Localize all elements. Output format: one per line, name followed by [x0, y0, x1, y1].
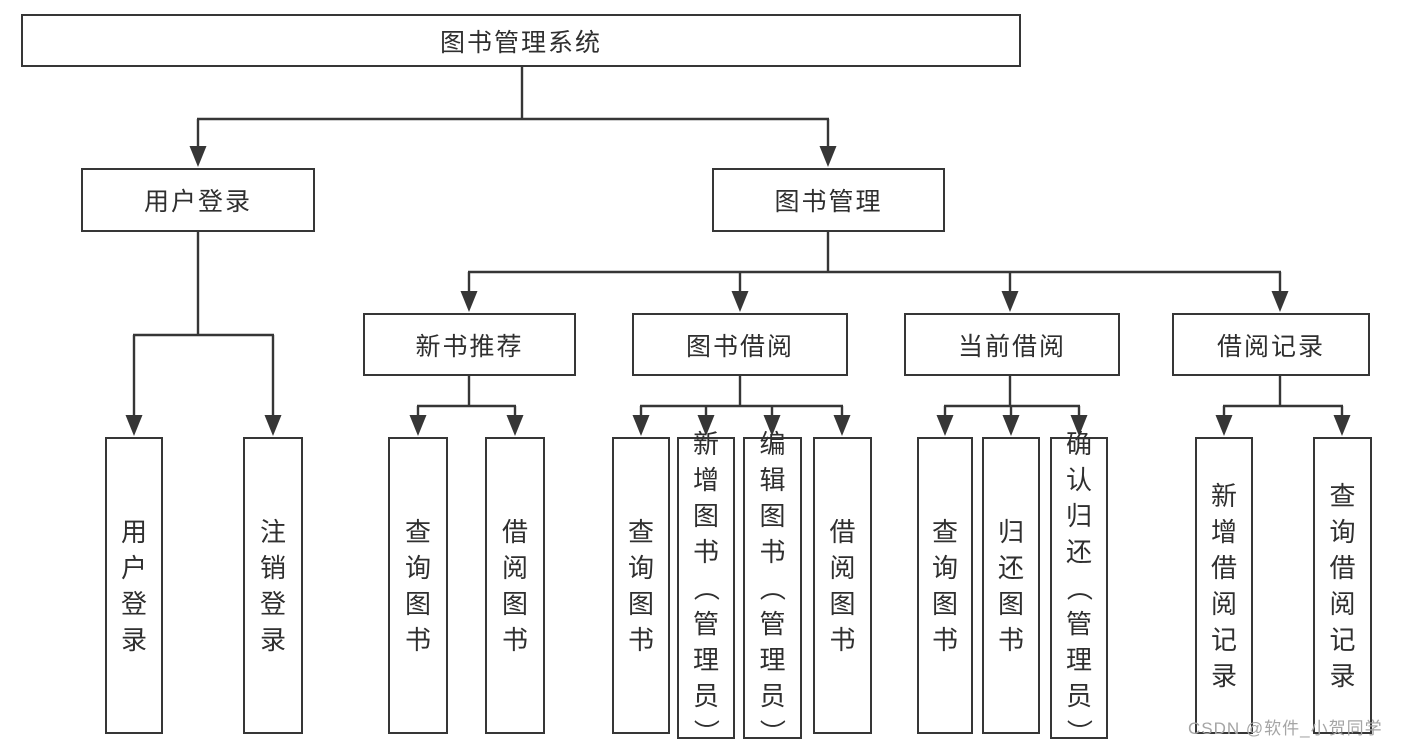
csdn-watermark: CSDN @软件_小贺同学: [1188, 719, 1383, 738]
leaf-confirm-return-admin: 确认归还（管理员）: [1050, 429, 1108, 745]
connector-current-borrowing-children: [936, 375, 1088, 436]
node-borrowing-records: 借阅记录: [1172, 313, 1370, 376]
connector-new-book-children: [409, 375, 524, 436]
leaf-borrow-books-recommend: 借阅图书: [485, 437, 545, 734]
node-book-borrowing: 图书借阅: [632, 313, 848, 376]
leaf-query-borrow-record: 查询借阅记录: [1313, 437, 1372, 734]
leaf-query-books-recommend-label: 查询图书: [404, 516, 431, 655]
node-new-book-recommendation: 新书推荐: [363, 313, 576, 376]
connector-book-management-children: [460, 231, 1289, 312]
connector-borrowing-records-children: [1215, 375, 1351, 436]
leaf-add-book-admin-label: 新增图书（管理员）: [690, 429, 721, 746]
node-library-management-system: 图书管理系统: [21, 14, 1021, 67]
connector-user-login-children: [125, 231, 282, 436]
leaf-return-book-label: 归还图书: [997, 516, 1024, 655]
leaf-add-borrow-record: 新增借阅记录: [1195, 437, 1253, 734]
leaf-query-books-current: 查询图书: [917, 437, 973, 734]
leaf-borrow-books-borrowing-label: 借阅图书: [829, 516, 856, 655]
leaf-add-book-admin: 新增图书（管理员）: [677, 429, 735, 745]
leaf-return-book: 归还图书: [982, 437, 1040, 734]
leaf-edit-book-admin: 编辑图书（管理员）: [743, 429, 802, 745]
leaf-query-books-current-label: 查询图书: [931, 516, 958, 655]
node-book-management-label: 图书管理: [774, 188, 883, 216]
node-user-login-label: 用户登录: [143, 188, 252, 216]
connector-book-borrowing-children: [632, 375, 851, 436]
leaf-borrow-books-recommend-label: 借阅图书: [501, 516, 528, 655]
leaf-user-login: 用户登录: [105, 437, 163, 734]
node-book-borrowing-label: 图书借阅: [685, 332, 794, 361]
node-borrowing-records-label: 借阅记录: [1216, 332, 1325, 361]
leaf-query-books-borrowing-label: 查询图书: [627, 516, 654, 655]
leaf-confirm-return-admin-label: 确认归还（管理员）: [1063, 429, 1094, 746]
node-library-management-system-label: 图书管理系统: [439, 28, 602, 57]
node-new-book-recommendation-label: 新书推荐: [415, 332, 524, 361]
leaf-logout-label: 注销登录: [259, 516, 286, 655]
leaf-edit-book-admin-label: 编辑图书（管理员）: [757, 429, 788, 746]
connector-root-to-level2: [189, 66, 837, 167]
leaf-logout: 注销登录: [243, 437, 303, 734]
leaf-add-borrow-record-label: 新增借阅记录: [1210, 480, 1237, 691]
node-book-management: 图书管理: [712, 168, 945, 232]
node-user-login: 用户登录: [81, 168, 315, 232]
leaf-query-books-recommend: 查询图书: [388, 437, 448, 734]
leaf-query-books-borrowing: 查询图书: [612, 437, 670, 734]
leaf-user-login-label: 用户登录: [120, 516, 147, 655]
node-current-borrowing: 当前借阅: [904, 313, 1120, 376]
leaf-query-borrow-record-label: 查询借阅记录: [1329, 480, 1356, 691]
leaf-borrow-books-borrowing: 借阅图书: [813, 437, 872, 734]
node-current-borrowing-label: 当前借阅: [957, 332, 1066, 361]
